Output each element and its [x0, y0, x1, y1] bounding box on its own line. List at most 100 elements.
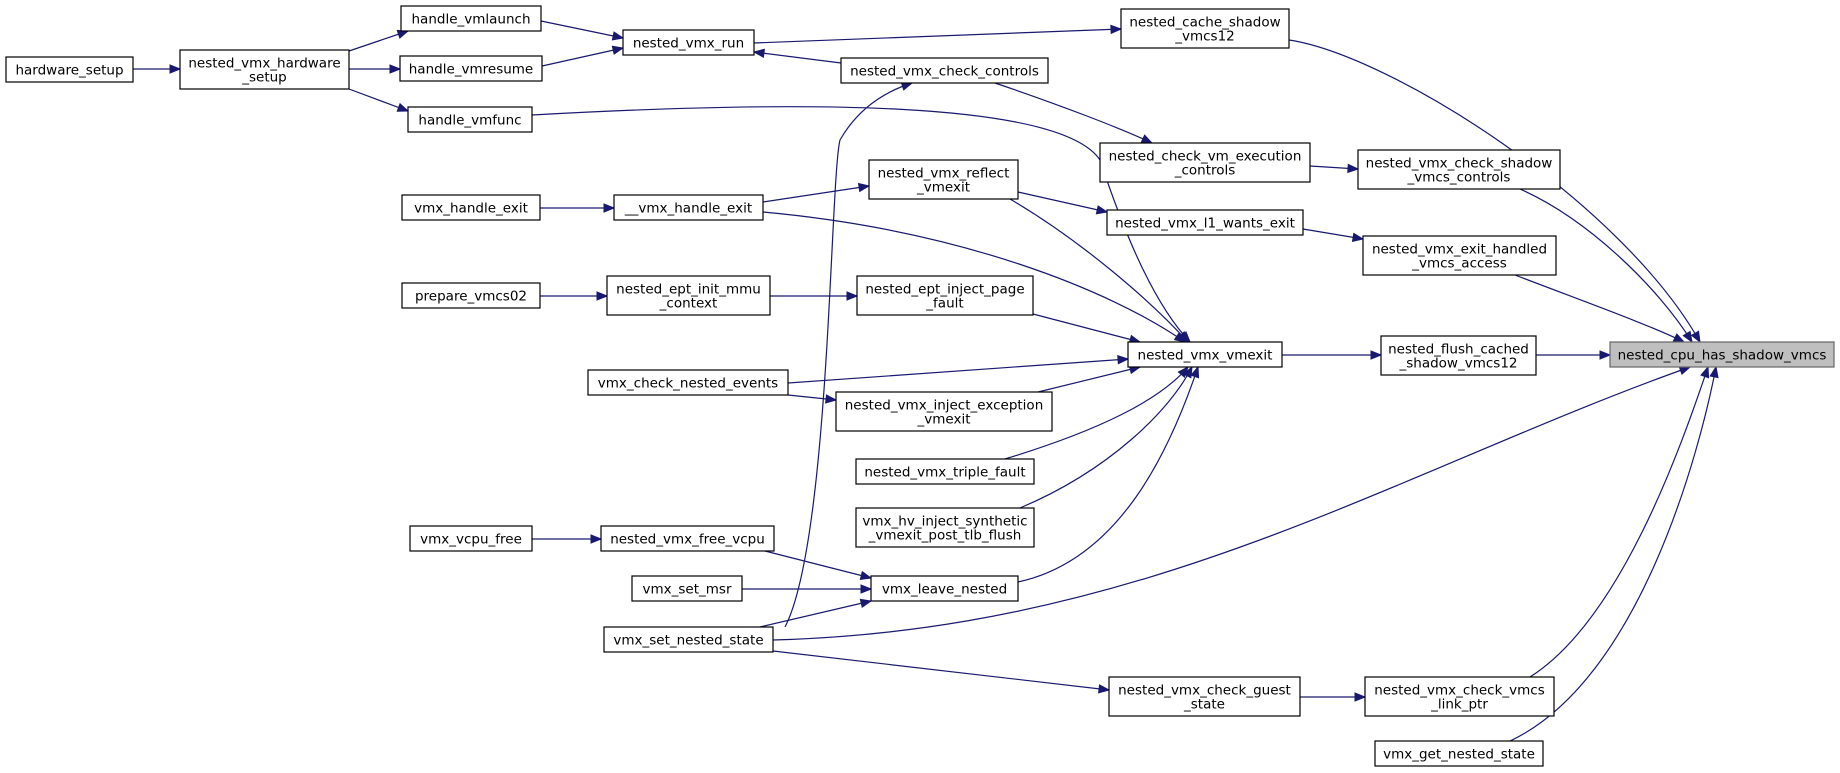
node-label: nested_vmx_free_vcpu	[610, 532, 765, 548]
edge-arrowhead	[1370, 350, 1383, 360]
edge-arrowhead	[1110, 24, 1123, 35]
node-nested_vmx_exit_handled_vmcs_access[interactable]: nested_vmx_exit_handled_vmcs_access	[1362, 235, 1557, 276]
edge-arrowhead	[1354, 692, 1367, 702]
node-nested_check_vm_execution_controls[interactable]: nested_check_vm_execution_controls	[1099, 142, 1311, 183]
node-nested_vmx_check_vmcs_link_ptr[interactable]: nested_vmx_check_vmcs_link_ptr	[1364, 676, 1555, 717]
edge-line	[1017, 191, 1108, 213]
node-hardware_setup[interactable]: hardware_setup	[5, 56, 134, 83]
edge-arrowhead	[596, 291, 609, 301]
edge-arrowhead	[1182, 365, 1193, 379]
edge-line	[772, 650, 1110, 691]
edge-line	[541, 47, 624, 67]
node-nested_vmx_vmexit[interactable]: nested_vmx_vmexit	[1127, 341, 1283, 368]
edge-nested_vmx_check_controls-to-nested_check_vm_execution_controls	[994, 82, 1154, 144]
node-label: nested_vmx_check_shadow	[1366, 156, 1553, 172]
node-box	[1120, 8, 1290, 49]
edge-nested_vmx_check_guest_state-to-nested_vmx_check_vmcs_link_ptr	[1300, 692, 1367, 702]
node-label: vmx_get_nested_state	[1383, 747, 1535, 763]
node-label: handle_vmlaunch	[411, 12, 530, 28]
node-label: _fault	[925, 296, 963, 312]
node-nested_vmx_triple_fault[interactable]: nested_vmx_triple_fault	[855, 458, 1035, 485]
node-nested_vmx_check_controls[interactable]: nested_vmx_check_controls	[840, 57, 1049, 84]
node-nested_vmx_run[interactable]: nested_vmx_run	[622, 29, 755, 56]
node-box	[5, 56, 134, 83]
edge-vmx_set_nested_state-to-vmx_leave_nested	[759, 598, 873, 628]
node-label: vmx_hv_inject_synthetic	[862, 514, 1027, 530]
node-label: nested_vmx_check_guest	[1118, 683, 1291, 699]
edge-nested_vmx_exit_handled_vmcs_access-to-nested_cpu_has_shadow_vmcs	[1514, 274, 1686, 343]
edge-nested_vmx_check_controls-to-nested_vmx_run	[752, 48, 842, 64]
node-label: handle_vmresume	[409, 62, 534, 78]
edge-nested_vmx_free_vcpu-to-vmx_leave_nested	[764, 550, 873, 581]
node-vmx_hv_inject_synthetic_vmexit_post_tlb_flush[interactable]: vmx_hv_inject_synthetic_vmexit_post_tlb_…	[855, 507, 1035, 548]
node-nested_cpu_has_shadow_vmcs[interactable]: nested_cpu_has_shadow_vmcs	[1609, 341, 1835, 368]
edge-arrowhead	[859, 570, 873, 581]
node-prepare_vmcs02[interactable]: prepare_vmcs02	[401, 282, 541, 309]
edge-line	[1004, 366, 1189, 460]
edge-arrowhead	[1351, 232, 1365, 242]
node-label: nested_check_vm_execution	[1109, 149, 1302, 165]
node-nested_vmx_l1_wants_exit[interactable]: nested_vmx_l1_wants_exit	[1106, 209, 1304, 236]
node-box	[855, 507, 1035, 548]
node-handle_vmresume[interactable]: handle_vmresume	[399, 55, 543, 82]
edge-line	[1032, 313, 1141, 343]
node-vmx_leave_nested[interactable]: vmx_leave_nested	[870, 575, 1019, 602]
node-handle_vmlaunch[interactable]: handle_vmlaunch	[400, 5, 542, 32]
node-label: nested_ept_init_mmu	[616, 282, 761, 298]
node-label: nested_vmx_hardware	[188, 56, 340, 72]
node-box	[1362, 235, 1557, 276]
node-nested_vmx_hardware_setup[interactable]: nested_vmx_hardware_setup	[179, 49, 350, 90]
edge-vmx_check_nested_events-to-nested_vmx_vmexit	[787, 355, 1130, 384]
edge-arrowhead	[389, 64, 402, 74]
node-label: _state	[1183, 697, 1225, 713]
edge-nested_vmx_l1_wants_exit-to-nested_vmx_exit_handled_vmcs_access	[1302, 228, 1365, 242]
edge-arrowhead	[611, 45, 625, 55]
edge-nested_vmx_check_shadow_vmcs_controls-to-nested_cpu_has_shadow_vmcs	[1519, 188, 1693, 344]
node-nested_flush_cached_shadow_vmcs12[interactable]: nested_flush_cached_shadow_vmcs12	[1380, 335, 1537, 376]
node-box	[835, 391, 1053, 432]
node-vmx_get_nested_state[interactable]: vmx_get_nested_state	[1374, 740, 1544, 767]
edge-vmx_set_msr-to-vmx_leave_nested	[742, 584, 873, 594]
edge-line	[764, 550, 872, 579]
node-nested_ept_inject_page_fault[interactable]: nested_ept_inject_page_fault	[856, 275, 1034, 316]
edge-arrowhead	[825, 394, 838, 404]
node-nested_cache_shadow_vmcs12[interactable]: nested_cache_shadow_vmcs12	[1120, 8, 1290, 49]
node-label: _vmexit	[916, 180, 970, 196]
edge-handle_vmlaunch-to-nested_vmx_run	[540, 20, 625, 41]
node-vmx_handle_exit[interactable]: vmx_handle_exit	[401, 194, 541, 221]
node-nested_vmx_inject_exception_vmexit[interactable]: nested_vmx_inject_exception_vmexit	[835, 391, 1053, 432]
node-box	[856, 275, 1034, 316]
edge-arrowhead	[590, 534, 603, 544]
node-label: nested_flush_cached	[1388, 342, 1529, 358]
edge-arrowhead	[1190, 365, 1200, 379]
node-vmx_vcpu_free[interactable]: vmx_vcpu_free	[409, 525, 533, 552]
edge-line	[762, 185, 870, 203]
node-label: _vmexit	[917, 412, 971, 428]
node-handle_vmfunc[interactable]: handle_vmfunc	[407, 106, 533, 133]
edge-arrowhead	[1700, 365, 1710, 379]
node-box	[1108, 676, 1301, 717]
node-box	[401, 282, 541, 309]
node-box	[600, 525, 775, 552]
node-nested_vmx_check_shadow_vmcs_controls[interactable]: nested_vmx_check_shadow_vmcs_controls	[1357, 149, 1561, 190]
node-__vmx_handle_exit[interactable]: __vmx_handle_exit	[613, 194, 764, 221]
node-nested_ept_init_mmu_context[interactable]: nested_ept_init_mmu_context	[606, 275, 771, 316]
node-label: _controls	[1174, 163, 1236, 179]
edge-nested_vmx_hardware_setup-to-handle_vmresume	[349, 64, 402, 74]
node-box	[400, 5, 542, 32]
node-nested_vmx_reflect_vmexit[interactable]: nested_vmx_reflect_vmexit	[868, 159, 1019, 200]
edge-nested_vmx_hardware_setup-to-handle_vmfunc	[348, 88, 410, 112]
edge-line	[753, 28, 1122, 44]
nodes-layer: nested_cpu_has_shadow_vmcs nested_cache_s…	[5, 5, 1835, 767]
edge-nested_cache_shadow_vmcs12-to-nested_cpu_has_shadow_vmcs	[1288, 39, 1701, 344]
node-nested_vmx_check_guest_state[interactable]: nested_vmx_check_guest_state	[1108, 676, 1301, 717]
node-label: nested_cpu_has_shadow_vmcs	[1618, 348, 1827, 364]
edge-nested_ept_inject_page_fault-to-nested_vmx_vmexit	[1032, 313, 1142, 344]
edge-line	[1017, 366, 1199, 583]
node-vmx_set_msr[interactable]: vmx_set_msr	[631, 575, 743, 602]
node-vmx_set_nested_state[interactable]: vmx_set_nested_state	[603, 626, 774, 653]
node-vmx_check_nested_events[interactable]: vmx_check_nested_events	[587, 369, 789, 396]
node-nested_vmx_free_vcpu[interactable]: nested_vmx_free_vcpu	[600, 525, 775, 552]
edge-line	[1519, 188, 1693, 343]
